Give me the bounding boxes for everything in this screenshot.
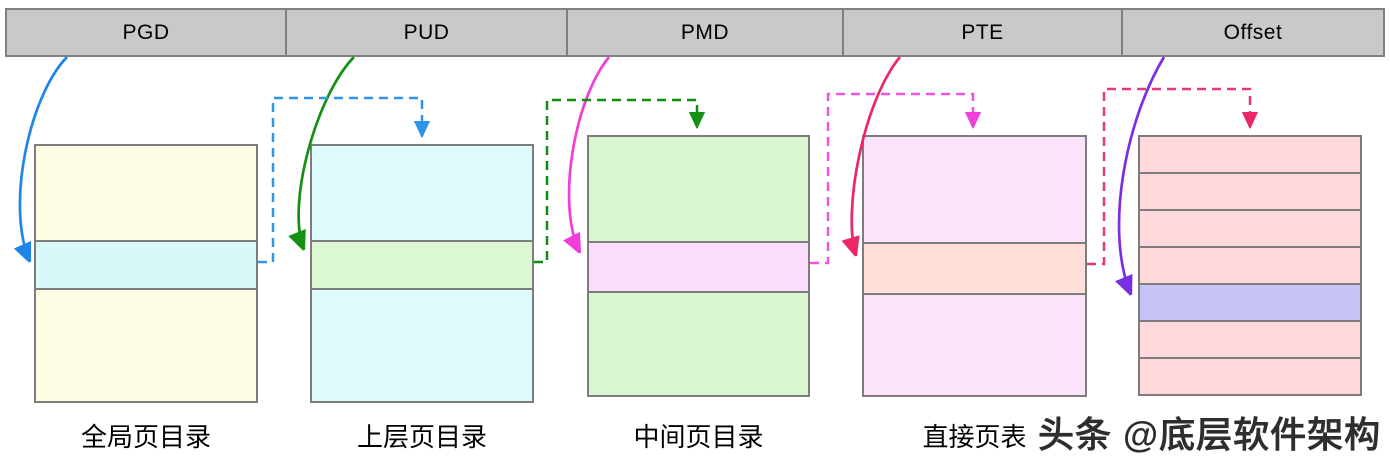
pte-selected-entry — [864, 242, 1085, 295]
page-row-selected — [1140, 283, 1360, 320]
field-pte-label: PTE — [961, 20, 1004, 44]
direct-page-table — [862, 135, 1087, 397]
caption-middle-page-directory: 中间页目录 — [633, 422, 764, 452]
pud-selected-entry — [312, 240, 532, 290]
upper-page-directory-table — [310, 144, 534, 403]
caption-global-page-directory: 全局页目录 — [80, 422, 211, 452]
field-pgd: PGD — [7, 10, 287, 55]
field-pud-label: PUD — [403, 20, 450, 44]
page-row — [1140, 137, 1360, 172]
pud-upper-segment — [312, 146, 532, 240]
page-row — [1140, 209, 1360, 246]
caption-direct-page-table: 直接页表 — [922, 422, 1027, 452]
page-row — [1140, 172, 1360, 209]
field-pud: PUD — [287, 10, 568, 55]
pgd-lower-segment — [36, 290, 256, 401]
pgd-upper-segment — [36, 146, 256, 240]
pmd-upper-segment — [589, 137, 808, 241]
field-offset-label: Offset — [1223, 20, 1283, 44]
physical-page-table — [1138, 135, 1362, 396]
pte-lower-segment — [864, 295, 1085, 395]
field-pgd-label: PGD — [122, 20, 170, 44]
page-row — [1140, 320, 1360, 357]
global-page-directory-table — [34, 144, 258, 403]
caption-upper-page-directory: 上层页目录 — [356, 422, 487, 452]
pgd-selected-entry — [36, 240, 256, 290]
field-pte: PTE — [844, 10, 1123, 55]
field-pmd: PMD — [568, 10, 844, 55]
middle-page-directory-table — [587, 135, 810, 397]
page-row — [1140, 246, 1360, 283]
virtual-address-bar: PGD PUD PMD PTE Offset — [5, 8, 1385, 57]
pmd-selected-entry — [589, 241, 808, 293]
field-offset: Offset — [1123, 10, 1383, 55]
toutiao-watermark: 头条 @底层软件架构 — [1038, 414, 1382, 455]
pud-lower-segment — [312, 290, 532, 401]
field-pmd-label: PMD — [680, 20, 730, 44]
pte-upper-segment — [864, 137, 1085, 242]
page-row — [1140, 357, 1360, 394]
pmd-lower-segment — [589, 293, 808, 395]
